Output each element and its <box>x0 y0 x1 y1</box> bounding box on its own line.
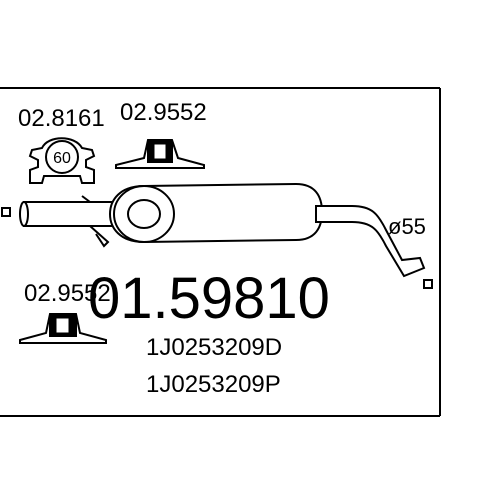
oe-number: 1J0253209P <box>146 371 281 398</box>
oe-number: 1J0253209D <box>146 334 282 361</box>
frame <box>0 87 441 417</box>
outlet-pipe <box>315 205 426 278</box>
rear-silencer-drawing <box>1 182 433 289</box>
mount-top-part-number: 02.9552 <box>120 99 207 126</box>
clamp-size-label: 60 <box>53 150 71 167</box>
main-part-number: 01.59810 <box>88 266 330 331</box>
rubber-mount-icon <box>115 139 205 169</box>
clamp-part-number: 02.8161 <box>18 105 105 132</box>
pipe-clamp-icon: 60 <box>28 137 96 184</box>
pipe-diameter-label: ø55 <box>388 214 426 239</box>
mount-bottom-part-number: 02.9552 <box>24 280 111 307</box>
outlet-end-marker <box>423 279 433 289</box>
rubber-mount-icon <box>19 313 107 344</box>
hanger-rod <box>81 195 110 248</box>
inlet-end-marker <box>1 207 11 217</box>
